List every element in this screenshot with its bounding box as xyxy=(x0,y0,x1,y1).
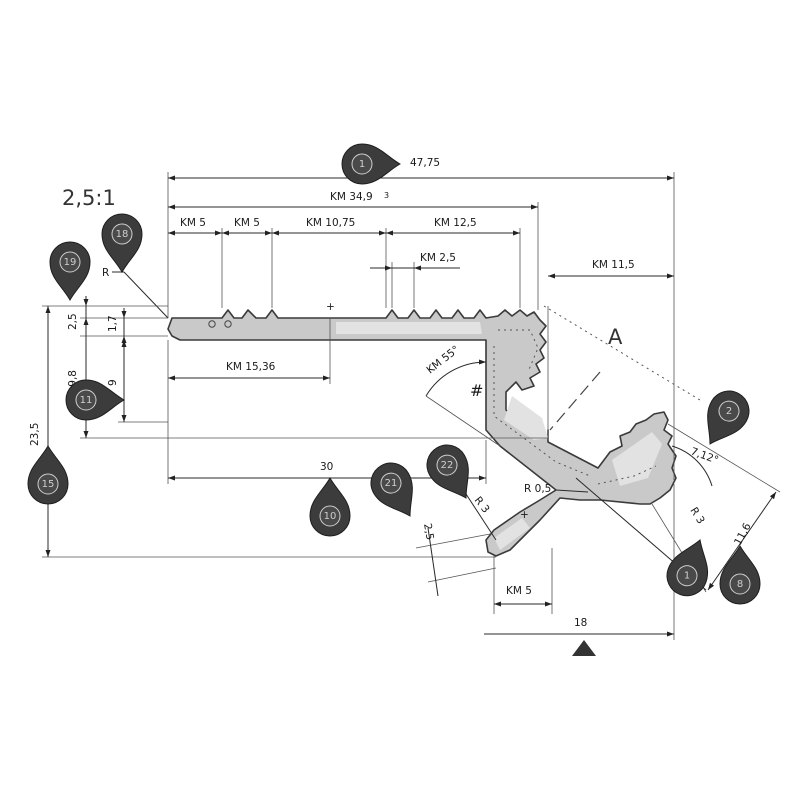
dim-11-6: 11,6 xyxy=(732,521,754,548)
svg-text:10: 10 xyxy=(324,511,337,522)
svg-text:18: 18 xyxy=(116,229,129,240)
dim-r-0-5: R 0,5 xyxy=(524,483,551,495)
callout-r3-right: 1 xyxy=(666,539,709,597)
dim-km-55: KM 55° xyxy=(424,344,461,377)
callout-angle: 2 xyxy=(707,390,750,445)
callout-30: 10 xyxy=(309,476,351,537)
callout-left-outer: 18 xyxy=(101,213,143,274)
svg-text:1: 1 xyxy=(684,571,690,582)
callout-r3-b: 22 xyxy=(426,444,469,499)
dim-23-5: 23,5 xyxy=(29,423,41,446)
callout-height-23-5: 15 xyxy=(27,444,69,505)
svg-text:22: 22 xyxy=(441,460,454,471)
callout-height-9: 11 xyxy=(65,379,126,421)
construction-line xyxy=(543,305,701,401)
svg-text:19: 19 xyxy=(64,257,77,268)
dim-km-11-5: KM 11,5 xyxy=(592,259,635,271)
dim-9: 9 xyxy=(107,379,119,386)
callout-r3-a: 21 xyxy=(370,462,413,517)
scale-label: 2,5:1 xyxy=(62,186,116,210)
svg-text:8: 8 xyxy=(737,579,743,590)
svg-text:2: 2 xyxy=(726,406,732,417)
dim-angle-7-12: 7,12° xyxy=(689,446,720,467)
dim-r-3-a: R 3 xyxy=(472,494,492,515)
callout-overall-width: 1 xyxy=(341,143,402,185)
dim-km-5-a: KM 5 xyxy=(180,217,206,229)
callout-left-tip: 19 xyxy=(49,241,91,302)
dim-18: 18 xyxy=(574,617,587,629)
svg-text:+: + xyxy=(326,301,335,313)
dim-km-34-9: KM 34,9 xyxy=(330,191,373,203)
svg-text:11: 11 xyxy=(80,395,93,406)
dim-km-10-75: KM 10,75 xyxy=(306,217,355,229)
dim-1-7: 1,7 xyxy=(107,315,119,332)
dim-2-5-left: 2,5 xyxy=(67,313,79,330)
dim-km-2-5: KM 2,5 xyxy=(420,252,456,264)
centerline xyxy=(549,371,601,431)
dim-30: 30 xyxy=(320,461,333,473)
svg-text:+: + xyxy=(520,509,529,521)
dim-km-5-bottom: KM 5 xyxy=(506,585,532,597)
view-label: A xyxy=(608,325,623,349)
svg-text:21: 21 xyxy=(385,478,398,489)
part-profile xyxy=(167,309,677,557)
dim-km-5-b: KM 5 xyxy=(234,217,260,229)
dim-47-75: 47,75 xyxy=(410,157,440,169)
dim-2-5-bottom: 2,5 xyxy=(421,522,436,541)
small-mark: 3 xyxy=(384,191,389,200)
dim-r-3-b: R 3 xyxy=(687,505,706,526)
svg-text:1: 1 xyxy=(359,159,365,170)
dim-km-12-5: KM 12,5 xyxy=(434,217,477,229)
svg-text:15: 15 xyxy=(42,479,55,490)
hash-mark: # xyxy=(470,381,483,400)
dim-km-15-36: KM 15,36 xyxy=(226,361,276,373)
dim-r: R xyxy=(102,267,109,279)
datum-triangle xyxy=(572,640,596,656)
callout-11-6: 8 xyxy=(719,544,761,605)
